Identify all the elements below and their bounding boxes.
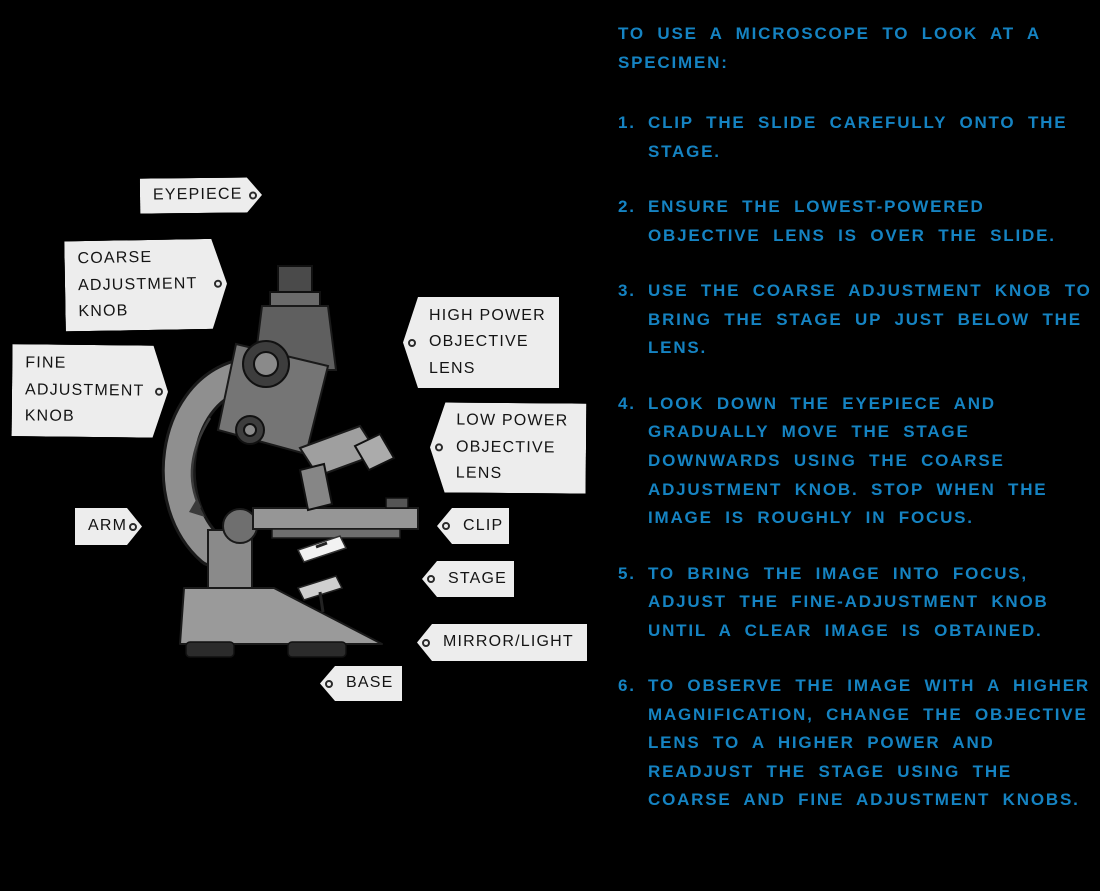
label-fine-adjustment-knob-text: FINE ADJUSTMENT KNOB	[24, 354, 145, 426]
step-number: 5.	[618, 563, 636, 583]
label-stage: STAGE	[422, 561, 514, 597]
clip-part	[385, 497, 409, 509]
instruction-step-3: 3. USE THE COARSE ADJUSTMENT KNOB TO BRI…	[618, 277, 1096, 363]
step-text: CLIP THE SLIDE CAREFULLY ONTO THE STAGE.	[648, 113, 1068, 161]
tag-hole-icon	[155, 388, 163, 396]
label-arm-text: ARM	[88, 517, 128, 535]
label-coarse-adjustment-knob: COARSE ADJUSTMENT KNOB	[64, 239, 228, 332]
label-low-power-objective-lens: LOW POWER OBJECTIVE LENS	[430, 402, 587, 493]
label-mirror-light: MIRROR/LIGHT	[417, 624, 587, 661]
step-text: USE THE COARSE ADJUSTMENT KNOB TO BRING …	[648, 281, 1092, 358]
tag-hole-icon	[325, 679, 333, 688]
instruction-step-1: 1. CLIP THE SLIDE CAREFULLY ONTO THE STA…	[618, 109, 1096, 166]
tag-hole-icon	[442, 522, 450, 530]
step-text: TO OBSERVE THE IMAGE WITH A HIGHER MAGNI…	[648, 676, 1090, 810]
label-fine-adjustment-knob: FINE ADJUSTMENT KNOB	[12, 344, 169, 438]
tag-hole-icon	[408, 338, 416, 347]
joint-part	[222, 508, 258, 544]
slide-part	[296, 535, 348, 563]
mirror-part	[296, 575, 344, 613]
tag-hole-icon	[129, 523, 137, 531]
label-clip: CLIP	[437, 508, 509, 544]
instruction-step-2: 2. ENSURE THE LOWEST-POWERED OBJECTIVE L…	[618, 193, 1096, 250]
step-number: 1.	[618, 113, 636, 133]
tag-hole-icon	[422, 638, 430, 647]
label-high-power-objective-lens: HIGH POWER OBJECTIVE LENS	[403, 297, 559, 388]
tag-hole-icon	[427, 575, 435, 583]
step-text: LOOK DOWN THE EYEPIECE AND GRADUALLY MOV…	[648, 393, 1048, 528]
label-high-power-objective-lens-text: HIGH POWER OBJECTIVE LENS	[429, 306, 546, 377]
label-arm: ARM	[75, 508, 142, 545]
fine-knob-part	[235, 415, 265, 445]
label-base: BASE	[320, 666, 402, 701]
step-number: 4.	[618, 393, 636, 413]
label-coarse-adjustment-knob-text: COARSE ADJUSTMENT KNOB	[77, 249, 198, 321]
label-eyepiece-text: EYEPIECE	[152, 185, 243, 204]
tag-hole-icon	[214, 280, 222, 288]
step-number: 2.	[618, 197, 636, 217]
eyepiece-part	[269, 265, 321, 307]
step-text: ENSURE THE LOWEST-POWERED OBJECTIVE LENS…	[648, 197, 1056, 245]
instruction-step-5: 5. TO BRING THE IMAGE INTO FOCUS, ADJUST…	[618, 560, 1096, 646]
tag-hole-icon	[249, 191, 257, 199]
arm-part	[161, 359, 255, 567]
label-base-text: BASE	[346, 674, 394, 692]
instructions-panel: TO USE A MICROSCOPE TO LOOK AT A SPECIME…	[618, 20, 1096, 842]
tag-hole-icon	[435, 443, 443, 451]
step-number: 3.	[618, 281, 636, 301]
label-stage-text: STAGE	[448, 569, 508, 587]
label-low-power-objective-lens-text: LOW POWER OBJECTIVE LENS	[455, 411, 569, 483]
microscope-illustration	[161, 265, 419, 658]
coarse-knob-part	[242, 340, 290, 388]
instructions-title: TO USE A MICROSCOPE TO LOOK AT A SPECIME…	[618, 24, 1041, 72]
stage-part	[252, 507, 419, 539]
label-eyepiece: EYEPIECE	[140, 177, 262, 213]
objective-low-part	[353, 432, 396, 472]
step-number: 6.	[618, 676, 636, 696]
base-part	[179, 587, 383, 658]
objective-high-part	[298, 462, 334, 512]
step-text: TO BRING THE IMAGE INTO FOCUS, ADJUST TH…	[648, 563, 1049, 640]
label-mirror-light-text: MIRROR/LIGHT	[443, 633, 574, 651]
label-clip-text: CLIP	[463, 516, 504, 534]
instruction-step-4: 4. LOOK DOWN THE EYEPIECE AND GRADUALLY …	[618, 390, 1096, 533]
instruction-step-6: 6. TO OBSERVE THE IMAGE WITH A HIGHER MA…	[618, 672, 1096, 815]
